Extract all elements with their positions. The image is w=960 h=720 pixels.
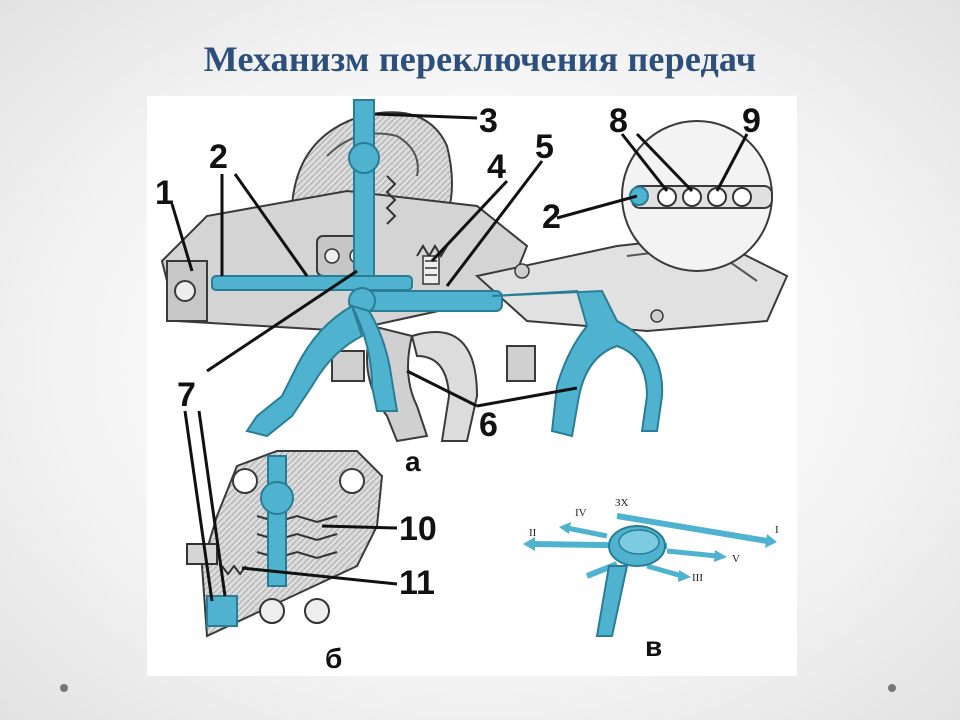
label-1: 1: [155, 174, 174, 212]
gear-v-label: V: [732, 553, 740, 565]
detail-b: [183, 410, 398, 638]
gear-iv-label: IV: [575, 507, 587, 519]
label-2-main: 2: [209, 138, 228, 176]
subfig-b-label: б: [325, 643, 342, 674]
label-2-inset: 2: [542, 198, 561, 236]
label-5: 5: [535, 128, 554, 166]
label-7: 7: [177, 376, 196, 414]
label-11: 11: [399, 564, 435, 602]
subfig-a-label: а: [405, 446, 421, 477]
label-6: 6: [479, 406, 498, 444]
gear-ii-label: II: [529, 527, 537, 539]
subfig-v-label: в: [645, 631, 662, 662]
slide-bullet-left: [60, 684, 68, 692]
label-4: 4: [487, 148, 506, 186]
page-title: Механизм переключения передач: [203, 39, 757, 79]
diagram-panel: ЗХ I II III IV V 1 2 3 4 5 6 7 8 9 2 10 …: [147, 96, 797, 676]
gearshift-diagram: ЗХ I II III IV V 1 2 3 4 5 6 7 8 9 2 10 …: [155, 99, 789, 674]
label-8: 8: [609, 102, 628, 140]
leader-lines: [170, 112, 749, 408]
label-9: 9: [742, 102, 761, 140]
label-3: 3: [479, 102, 498, 140]
detail-v-shift-pattern: ЗХ I II III IV V: [523, 497, 779, 637]
slide-bullet-right: [888, 684, 896, 692]
blue-shift-rods: [211, 99, 664, 438]
gear-zx-label: ЗХ: [615, 497, 629, 509]
gear-i-label: I: [775, 524, 779, 536]
gear-iii-label: III: [692, 572, 703, 584]
label-10: 10: [399, 510, 437, 548]
